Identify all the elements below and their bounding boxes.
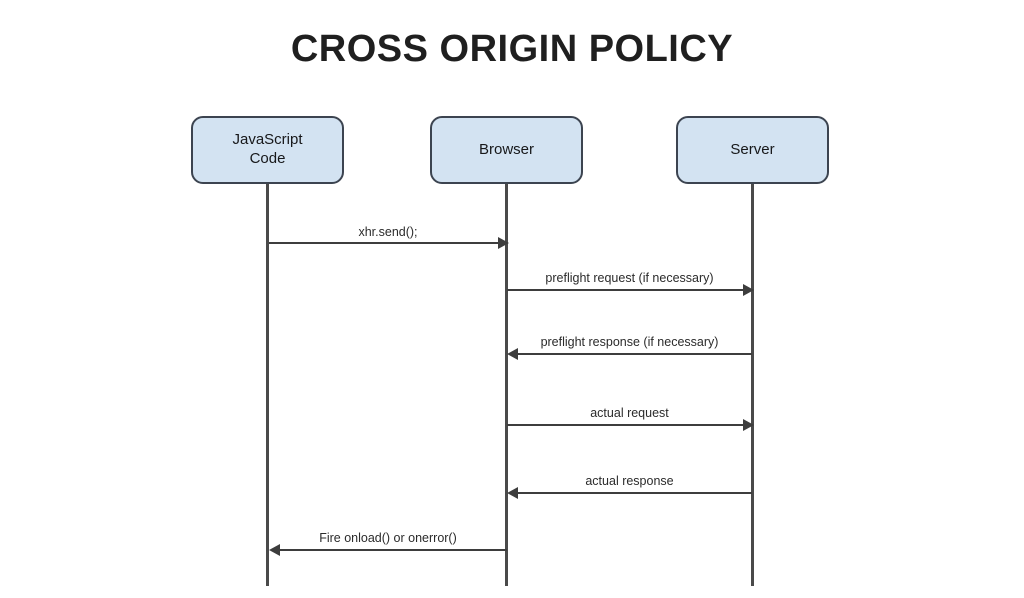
message-label-1: xhr.send(); <box>358 225 418 239</box>
lifeline-browser <box>505 184 508 586</box>
message-arrowhead-3 <box>507 348 518 360</box>
actor-label-javascript-code: JavaScript Code <box>232 131 302 169</box>
message-arrowhead-5 <box>507 487 518 499</box>
actor-label-server: Server <box>730 140 775 158</box>
message-line-4 <box>507 424 745 426</box>
actor-label-line2: Code <box>249 150 286 167</box>
actor-box-browser[interactable]: Browser <box>430 116 583 184</box>
actor-label-browser: Browser <box>478 140 534 158</box>
message-arrowhead-1 <box>498 237 509 249</box>
message-label-3: preflight response (if necessary) <box>540 335 719 349</box>
actor-box-javascript-code[interactable]: JavaScript Code <box>191 116 344 184</box>
page-title: CROSS ORIGIN POLICY <box>290 28 734 70</box>
message-label-2: preflight request (if necessary) <box>545 271 714 285</box>
lifeline-server <box>751 184 754 586</box>
message-label-6: Fire onload() or onerror() <box>319 531 457 545</box>
message-label-5: actual response <box>585 474 674 488</box>
message-arrowhead-4 <box>743 419 754 431</box>
message-label-4: actual request <box>590 406 669 420</box>
message-line-5 <box>514 492 752 494</box>
lifeline-javascript-code <box>266 184 269 586</box>
actor-label-line1: JavaScript <box>232 131 303 149</box>
message-line-2 <box>507 289 745 291</box>
message-line-1 <box>269 242 501 244</box>
actor-box-server[interactable]: Server <box>676 116 829 184</box>
message-arrowhead-2 <box>743 284 754 296</box>
message-arrowhead-6 <box>269 544 280 556</box>
message-line-3 <box>514 353 752 355</box>
message-line-6 <box>276 549 507 551</box>
